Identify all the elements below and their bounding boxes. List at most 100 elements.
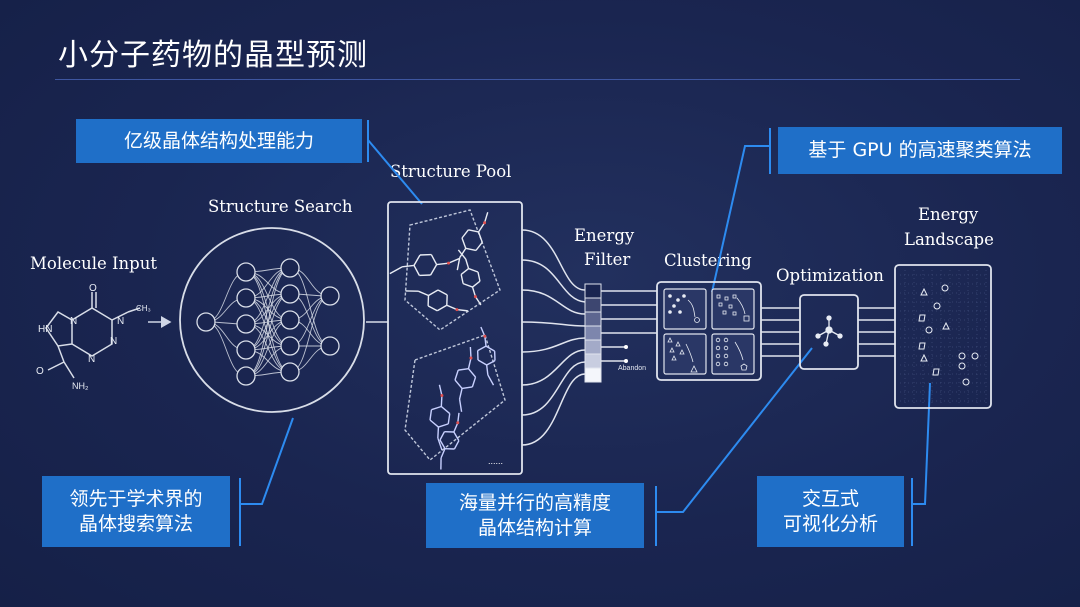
cluster-square	[722, 310, 727, 315]
label-energy-filter-2: Filter	[584, 250, 631, 269]
cluster-square	[716, 294, 721, 299]
crystal-bond	[474, 296, 482, 306]
callout-billion-scale: 亿级晶体结构处理能力	[76, 119, 362, 163]
label-structure-pool: Structure Pool	[390, 162, 512, 181]
label-molecule-input: Molecule Input	[30, 254, 157, 273]
crystal-bond	[439, 439, 446, 450]
callout-connectors	[239, 120, 931, 546]
crystal-bond	[486, 359, 496, 366]
callout-visual-analysis: 交互式 可视化分析	[757, 476, 904, 547]
clustering-box	[656, 281, 762, 381]
nn-node	[236, 262, 256, 282]
crystal-bond	[471, 286, 477, 297]
abandon-label: Abandon	[618, 365, 646, 372]
cluster-ring	[715, 337, 721, 343]
label-energy-landscape-2: Landscape	[904, 230, 994, 249]
label-energy-landscape-1: Energy	[918, 205, 979, 224]
cluster-square	[732, 311, 737, 316]
label-clustering: Clustering	[664, 251, 752, 270]
structure-pool-box	[387, 201, 523, 475]
crystal-bond	[458, 388, 463, 400]
crystal-bond	[437, 289, 448, 296]
crystal-bond	[402, 264, 415, 268]
crystal-atom	[447, 261, 451, 265]
crystal-bond	[456, 257, 461, 271]
nn-node	[236, 314, 256, 334]
crystal-bond	[461, 229, 469, 239]
atom-hn: HN	[38, 324, 52, 335]
crystal-bond	[454, 369, 459, 381]
cluster-arrow	[736, 297, 746, 315]
crystal-bond	[459, 247, 467, 258]
nn-edge	[245, 293, 291, 377]
cluster-triangle	[675, 341, 681, 347]
cluster-centroid	[743, 315, 750, 322]
landscape-point	[942, 321, 950, 330]
crystal-bond	[465, 258, 470, 269]
crystal-bond	[477, 345, 487, 352]
nn-node	[280, 258, 300, 278]
crystal-bond	[446, 304, 458, 311]
crystal-bond	[477, 271, 481, 282]
crystal-bond	[472, 280, 481, 288]
cluster-arrow	[687, 299, 696, 318]
callout-parallel-compute-line1: 海量并行的高精度	[458, 491, 611, 514]
nn-node	[320, 286, 340, 306]
atom-ch3: CH₃	[136, 304, 151, 313]
nn-node	[280, 362, 300, 382]
crystal-bond	[465, 247, 477, 252]
landscape-point	[932, 368, 940, 376]
crystal-bond	[469, 346, 472, 359]
cluster-dot	[668, 310, 672, 314]
crystal-bond	[484, 336, 487, 347]
crystal-bond	[462, 282, 473, 288]
cluster-arrow	[734, 341, 744, 361]
label-structure-search: Structure Search	[208, 197, 353, 216]
crystal-bond	[389, 266, 403, 275]
cluster-ring	[715, 353, 721, 359]
callout-search-algorithm: 领先于学术界的 晶体搜索算法	[42, 476, 230, 547]
crystal-bond	[438, 384, 443, 396]
crystal-bond	[483, 212, 489, 223]
cluster-dot	[676, 298, 680, 302]
crystal-bond	[458, 367, 469, 371]
nn-node	[280, 336, 300, 356]
cluster-ring	[715, 345, 721, 351]
callout-search-algorithm-line1: 领先于学术界的	[69, 487, 203, 510]
nn-node	[280, 310, 300, 330]
crystal-bond	[436, 304, 448, 312]
crystal-bond	[431, 405, 442, 411]
crystal-structures	[389, 209, 506, 470]
crystal-bond	[453, 422, 459, 433]
abandon-dot-1	[624, 345, 628, 349]
cluster-centroid	[740, 363, 748, 371]
landscape-point	[962, 378, 970, 386]
label-energy-filter-1: Energy	[574, 226, 635, 245]
page-title: 小分子药物的晶型预测	[58, 38, 368, 73]
cluster-triangle	[679, 349, 685, 355]
cluster-square	[724, 296, 729, 301]
landscape-point	[918, 314, 926, 322]
crystal-bond	[460, 268, 470, 275]
cluster-ring	[723, 345, 729, 351]
cluster-triangle	[667, 337, 673, 343]
crystal-bond	[458, 399, 463, 412]
atom-nh2: NH₂	[72, 381, 89, 391]
cluster-ring	[715, 361, 721, 367]
crystal-bond	[456, 308, 468, 312]
crystal-bond	[471, 376, 477, 388]
crystal-bond	[480, 326, 486, 337]
filter-outputs	[601, 290, 657, 362]
crystal-bond	[453, 431, 460, 442]
crystal-bond	[440, 395, 443, 407]
crystal-bond	[448, 257, 460, 264]
connector-bottom-mid-pointer	[656, 347, 813, 513]
callout-search-algorithm-line2: 晶体搜索算法	[78, 512, 193, 535]
crystal-bond	[418, 290, 429, 297]
atom-n-3: N	[88, 354, 95, 365]
crystal-bond	[477, 231, 483, 243]
callout-visual-analysis-line1: 交互式	[801, 487, 859, 510]
landscape-point	[918, 342, 926, 350]
nn-node	[236, 366, 256, 386]
